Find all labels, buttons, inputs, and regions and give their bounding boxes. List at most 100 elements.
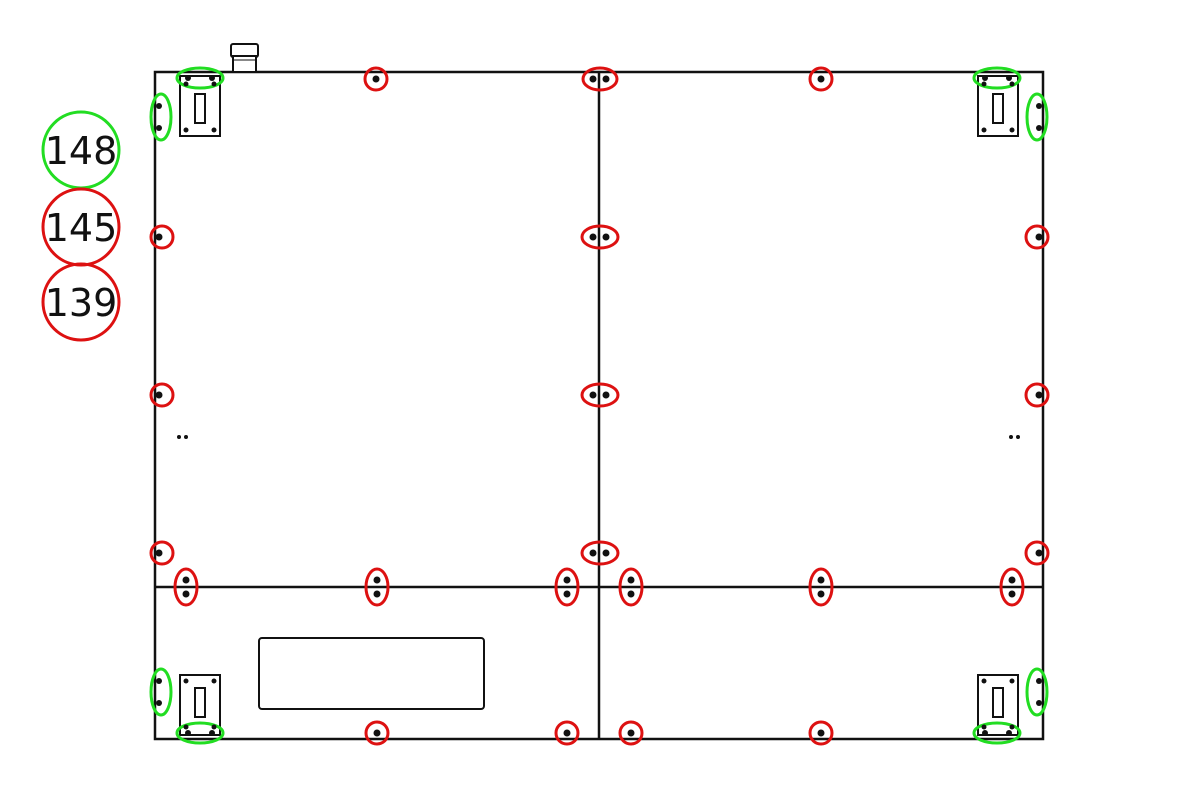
green-marker — [972, 721, 1022, 745]
legend-item-148: 148 — [41, 110, 121, 190]
screw-hole — [563, 590, 571, 598]
screw-hole — [1008, 590, 1016, 598]
screw-hole — [1035, 549, 1043, 557]
screw-hole — [981, 127, 987, 133]
screw-hole — [589, 549, 597, 557]
screw-hole — [1036, 125, 1042, 131]
small-hole — [177, 435, 181, 439]
red-marker — [808, 66, 834, 92]
green-markers — [149, 66, 1049, 745]
bracket-slot — [992, 93, 1004, 124]
bracket-top-left — [179, 75, 221, 137]
bracket-top-right — [977, 75, 1019, 137]
screw-hole — [1009, 81, 1015, 87]
bracket-plate — [179, 75, 221, 137]
screw-hole — [982, 75, 988, 81]
bracket-slot — [194, 93, 206, 124]
screw-hole — [1036, 678, 1042, 684]
screw-hole — [156, 125, 162, 131]
screw-hole — [372, 75, 380, 83]
screw-hole — [1009, 678, 1015, 684]
green-marker — [1025, 667, 1049, 717]
screw-hole — [1006, 730, 1012, 736]
screw-hole — [211, 678, 217, 684]
red-marker — [364, 567, 390, 607]
screw-hole — [1035, 233, 1043, 241]
screw-hole — [185, 75, 191, 81]
screw-hole — [981, 81, 987, 87]
legend-item-139: 139 — [41, 262, 121, 342]
screw-hole — [156, 103, 162, 109]
screw-hole — [373, 729, 381, 737]
red-markers — [149, 66, 1050, 746]
screw-hole — [211, 127, 217, 133]
screw-hole — [602, 233, 610, 241]
screw-hole — [155, 549, 163, 557]
green-marker — [175, 66, 225, 90]
red-marker — [149, 382, 175, 408]
screw-hole — [817, 590, 825, 598]
screw-hole — [817, 75, 825, 83]
red-marker — [149, 224, 175, 250]
screw-hole — [209, 730, 215, 736]
screw-hole — [589, 233, 597, 241]
green-marker — [149, 92, 173, 142]
screw-hole — [602, 75, 610, 83]
screw-hole — [563, 576, 571, 584]
screw-hole — [982, 730, 988, 736]
screw-hole — [1009, 724, 1015, 730]
red-marker — [808, 567, 834, 607]
screw-hole — [1009, 127, 1015, 133]
bracket-slot — [194, 687, 206, 718]
red-marker — [1024, 540, 1050, 566]
top-connector — [230, 43, 259, 73]
legend: 148 145 139 — [41, 110, 121, 342]
screw-hole — [155, 391, 163, 399]
screw-hole — [627, 576, 635, 584]
screw-hole — [1008, 576, 1016, 584]
screw-hole — [156, 700, 162, 706]
screw-hole — [373, 590, 381, 598]
screw-hole — [563, 729, 571, 737]
screw-hole — [1006, 75, 1012, 81]
screw-hole — [627, 590, 635, 598]
red-marker — [581, 66, 619, 92]
screw-hole — [589, 391, 597, 399]
bracket-bottom-left — [179, 674, 221, 736]
red-marker — [554, 720, 580, 746]
bracket-slot — [992, 687, 1004, 718]
screw-hole — [1035, 391, 1043, 399]
bracket-plate — [977, 674, 1019, 736]
screw-hole — [182, 590, 190, 598]
screw-hole — [209, 75, 215, 81]
red-marker — [618, 567, 644, 607]
screw-hole — [602, 391, 610, 399]
green-marker — [972, 66, 1022, 90]
legend-label-139: 139 — [45, 281, 118, 325]
red-marker — [580, 224, 620, 250]
screw-hole — [627, 729, 635, 737]
screw-hole — [1036, 103, 1042, 109]
red-marker — [1024, 382, 1050, 408]
screw-hole — [817, 576, 825, 584]
red-marker — [999, 567, 1025, 607]
legend-label-145: 145 — [45, 206, 118, 250]
red-marker — [1024, 224, 1050, 250]
connector-body — [232, 55, 257, 73]
bracket-plate — [179, 674, 221, 736]
screw-hole — [156, 678, 162, 684]
bracket-bottom-right — [977, 674, 1019, 736]
screw-hole — [183, 81, 189, 87]
screw-hole — [183, 127, 189, 133]
red-marker — [554, 567, 580, 607]
red-marker — [580, 540, 620, 566]
green-marker — [175, 721, 225, 745]
red-marker — [580, 382, 620, 408]
bracket-plate — [977, 75, 1019, 137]
small-hole — [1016, 435, 1020, 439]
small-hole — [184, 435, 188, 439]
screw-holes — [155, 75, 1043, 737]
label-window — [258, 637, 485, 710]
screw-hole — [183, 678, 189, 684]
